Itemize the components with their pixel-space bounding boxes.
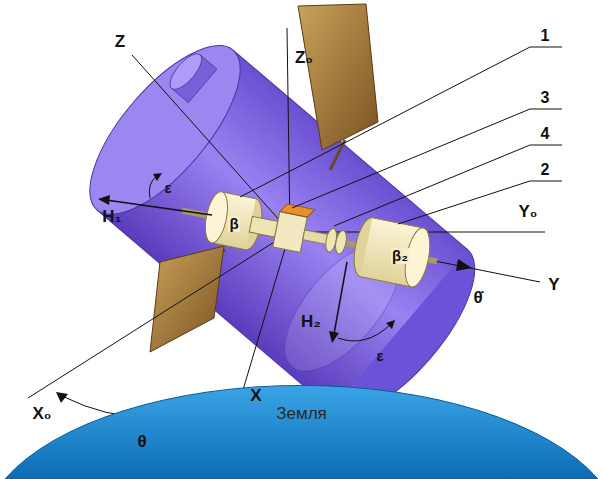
solar-panel	[150, 246, 224, 352]
vector-label: H₂	[300, 313, 322, 332]
earth-label: Земля	[276, 404, 327, 424]
theta-dot-arrow	[456, 259, 472, 271]
rotor-edge	[361, 277, 412, 287]
arrow-head	[56, 392, 68, 403]
leaders	[240, 47, 562, 226]
angle-label: β	[228, 216, 239, 233]
earth-surface	[5, 385, 598, 479]
callout-number: 4	[540, 125, 551, 143]
axis-label: X₀	[31, 405, 52, 424]
arrow-head	[329, 331, 339, 343]
callout-number: 1	[540, 27, 551, 45]
rotor-hub	[249, 216, 278, 237]
leader-line	[334, 145, 562, 226]
angle-label: ε	[163, 180, 172, 197]
rotor-edge	[372, 218, 423, 228]
axis-label: Y	[547, 276, 560, 295]
axis-label: X	[249, 387, 262, 406]
angle-label: β₂	[391, 248, 409, 265]
rotor-face	[202, 190, 232, 245]
gimbal-top	[280, 203, 315, 218]
x0-axis	[28, 232, 290, 398]
rotor-edge	[211, 243, 245, 250]
leader-line	[292, 109, 562, 208]
axis-label: Z₀	[294, 49, 314, 68]
x-axis	[240, 232, 290, 400]
h2-vector	[334, 262, 347, 334]
axis-label: Y₀	[517, 203, 538, 222]
rate-label: θ̇	[472, 289, 483, 308]
arrow-head	[386, 320, 395, 329]
z0-axis	[287, 28, 290, 232]
epsilon-arc	[338, 324, 391, 341]
earth-outline	[0, 372, 603, 479]
callout-number: 2	[540, 161, 551, 179]
axis-label: Z	[114, 33, 126, 52]
leader-line	[240, 47, 562, 197]
axes	[28, 28, 545, 417]
gimbal-block	[273, 212, 308, 253]
epsilon-arc	[149, 176, 157, 198]
arrow-head	[98, 195, 110, 205]
solar-panel	[298, 4, 378, 150]
callout-number: 3	[540, 89, 551, 107]
earth-shape: Земля	[0, 372, 603, 479]
vector-label: H₁	[101, 208, 122, 227]
angle-label: ε	[375, 348, 384, 365]
angle-label: θ	[136, 433, 147, 452]
leader-line	[398, 181, 562, 224]
satellite-body	[65, 23, 500, 437]
top-knob-cap	[165, 49, 207, 94]
ring	[334, 229, 349, 254]
arrow-head	[153, 173, 162, 181]
h1-vector	[106, 200, 212, 215]
